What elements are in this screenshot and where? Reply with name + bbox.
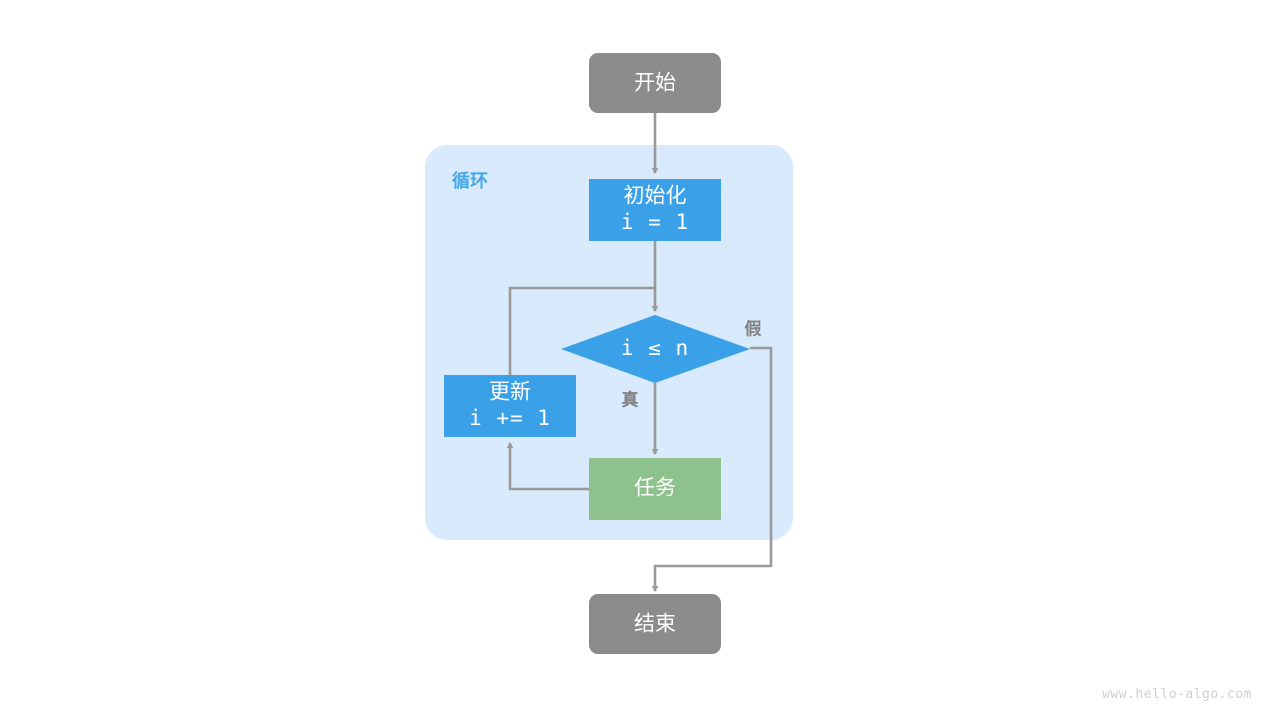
node-update[interactable]: 更新 i += 1 <box>444 375 576 437</box>
node-decision[interactable]: i ≤ n <box>561 315 750 383</box>
edge-task-to-update <box>506 441 589 491</box>
edge-label-false: 假 <box>745 318 762 338</box>
watermark: www.hello-algo.com <box>1102 687 1252 702</box>
edge-decision-false-to-end <box>651 346 773 593</box>
node-start[interactable]: 开始 <box>589 53 721 113</box>
node-end[interactable]: 结束 <box>589 594 721 654</box>
node-update-label-line1: 更新 <box>489 381 531 404</box>
node-task-label: 任务 <box>634 477 676 500</box>
node-init[interactable]: 初始化 i = 1 <box>589 179 721 241</box>
node-task[interactable]: 任务 <box>589 458 721 520</box>
node-end-label: 结束 <box>634 613 676 636</box>
edge-update-to-decision <box>508 286 655 375</box>
edge-label-true: 真 <box>622 389 639 409</box>
node-start-label: 开始 <box>634 72 676 95</box>
node-init-label-line1: 初始化 <box>624 185 687 208</box>
loop-group-label: 循环 <box>452 170 488 191</box>
node-update-label-line2: i += 1 <box>469 406 551 430</box>
node-decision-label: i ≤ n <box>621 336 689 360</box>
node-init-label-line2: i = 1 <box>621 210 689 234</box>
